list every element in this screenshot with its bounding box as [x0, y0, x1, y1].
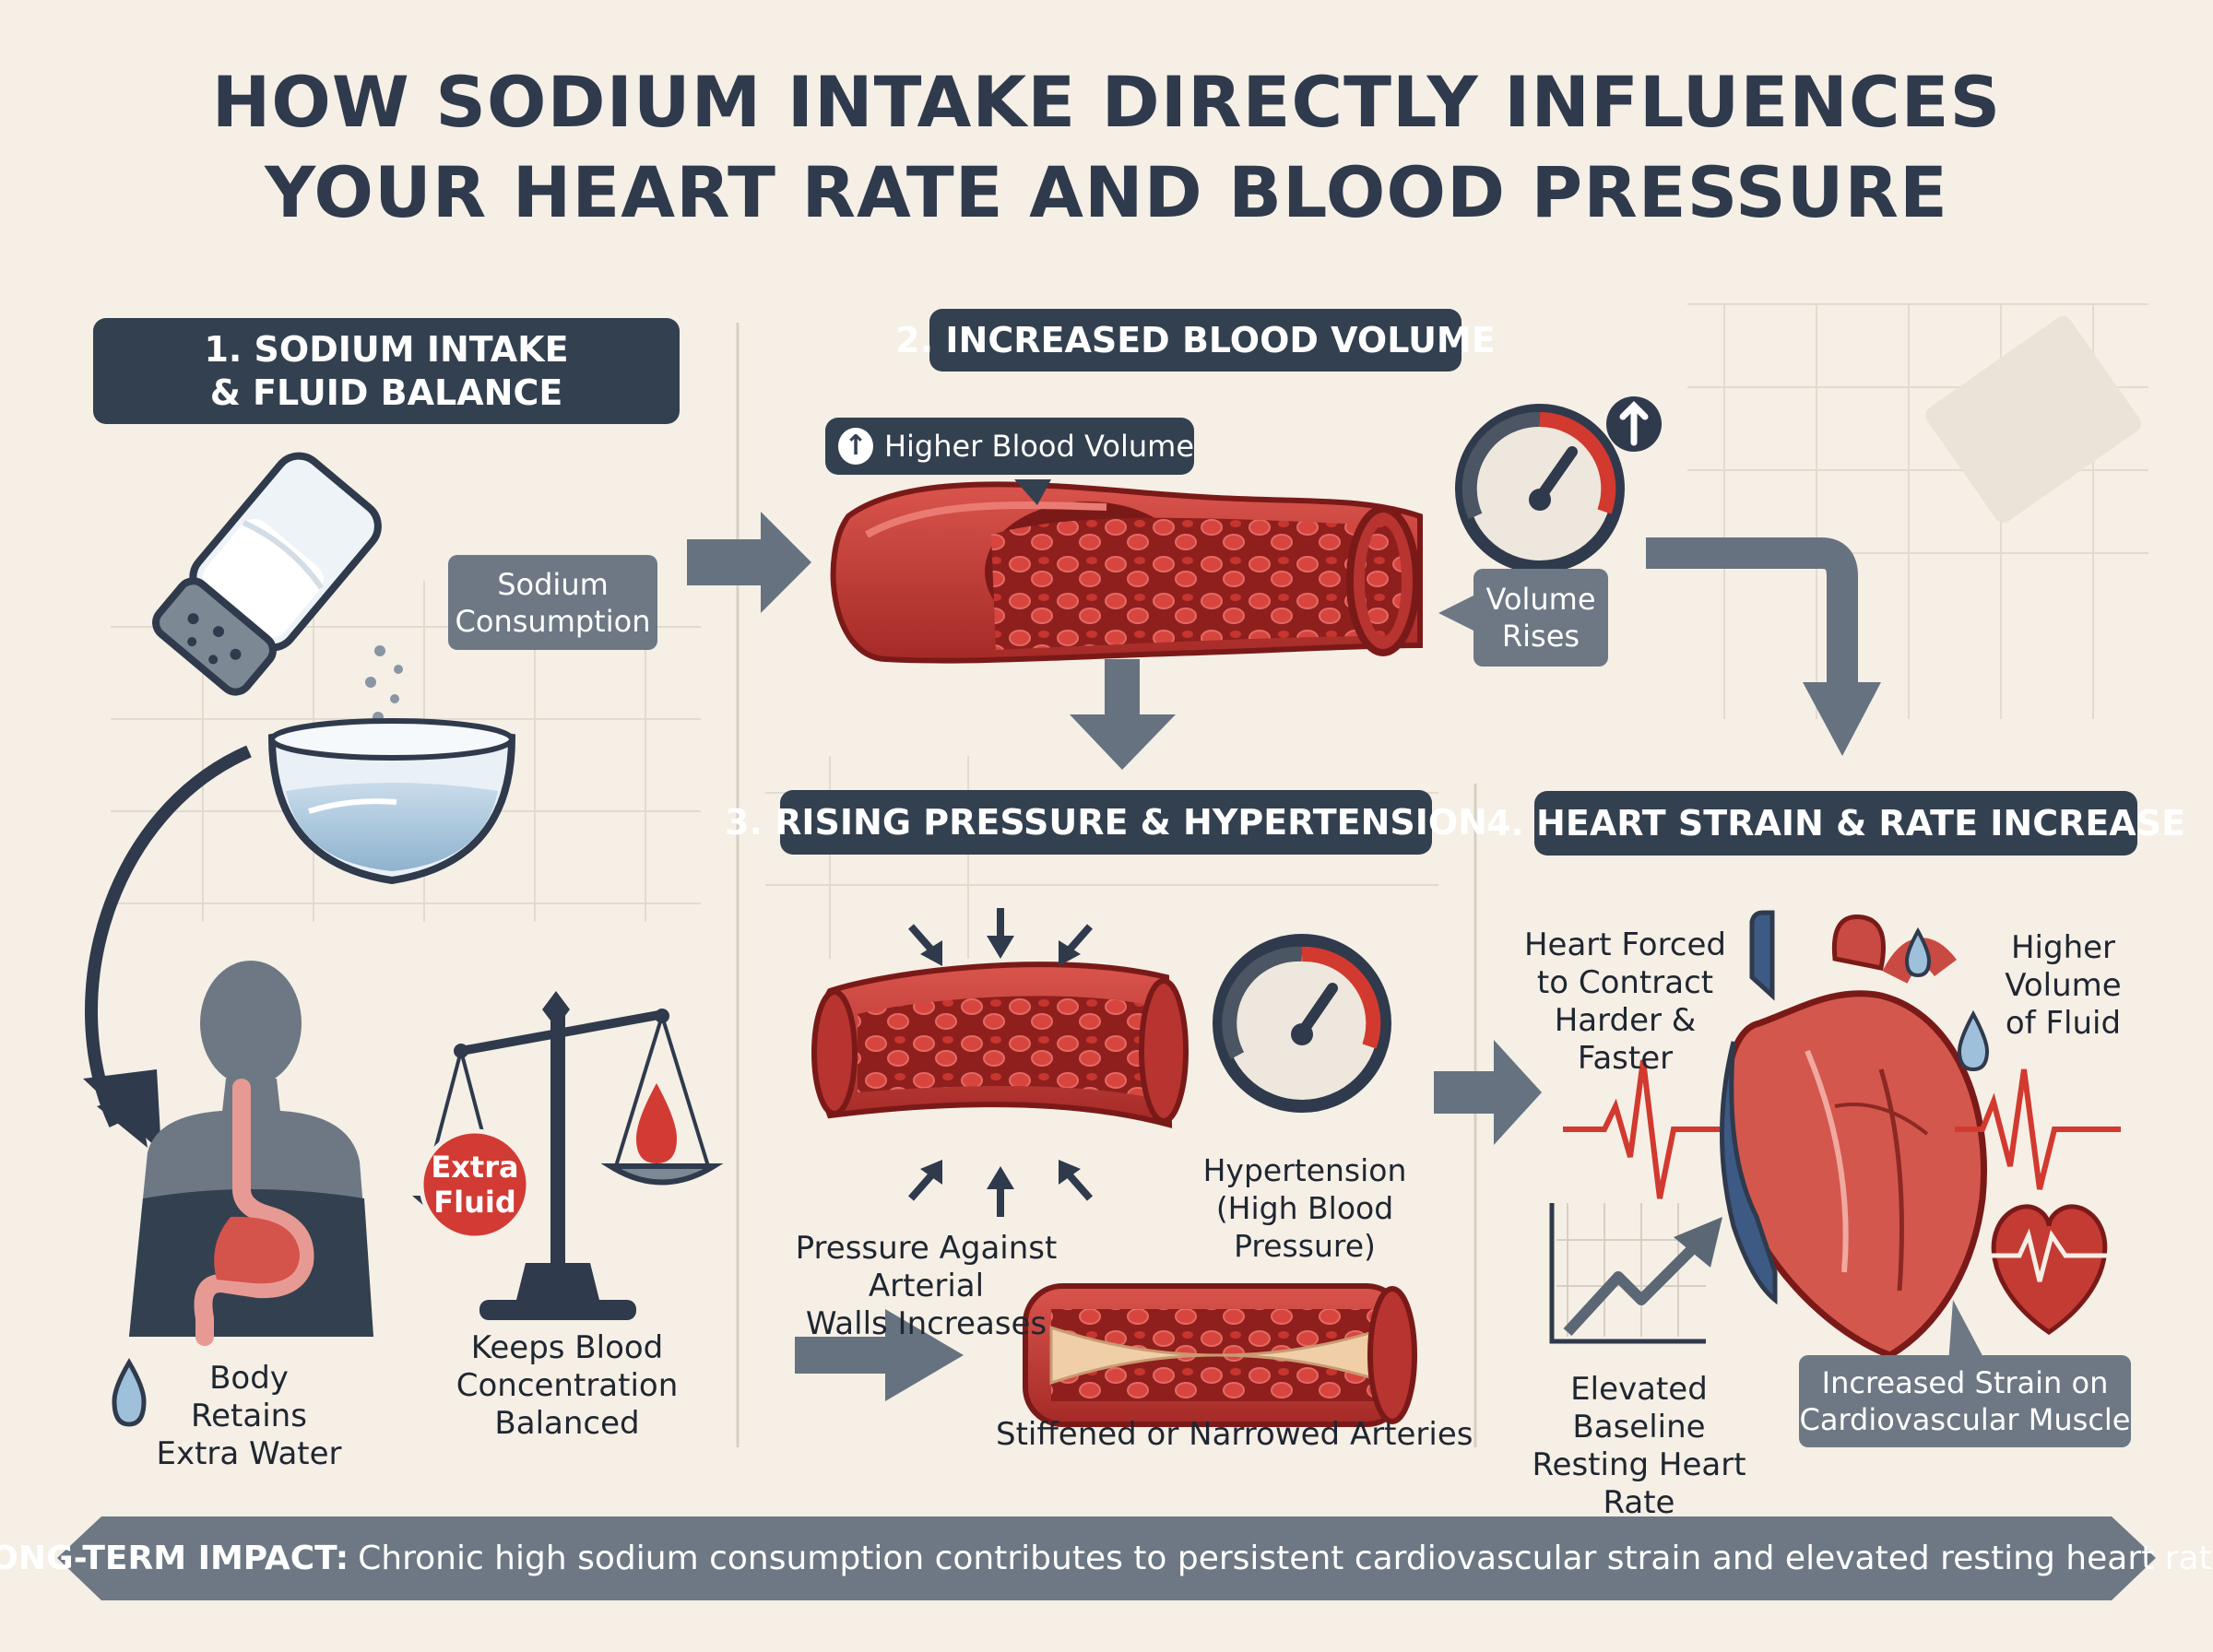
artery-icon-large	[830, 481, 1423, 664]
higher-volume-fluid-caption: Higher Volume of Fluid	[1950, 929, 2176, 1043]
sodium-consumption-tag: Sodium Consumption	[448, 555, 657, 650]
balance-caption-line-1: Keeps Blood	[470, 1329, 664, 1366]
water-drop-small-2	[1957, 1009, 1990, 1072]
balance-caption: Keeps Blood Concentration Balanced	[447, 1329, 687, 1443]
step4-heading-text: 4. HEART STRAIN & RATE INCREASE	[1485, 803, 2186, 844]
callout-pointer-strain	[1948, 1300, 1987, 1364]
water-bowl-icon	[267, 718, 516, 885]
higher-volume-fluid-line-2: of Fluid	[2005, 1005, 2122, 1042]
volume-rises-line-2: Rises	[1501, 619, 1580, 654]
elbow-arrowhead	[1803, 682, 1881, 756]
strain-tag: Increased Strain on Cardiovascular Muscl…	[1799, 1355, 2131, 1447]
pressure-caption: Pressure Against Arterial Walls Increase…	[749, 1230, 1104, 1343]
salt-shaker-icon	[152, 452, 382, 696]
banner-shape	[57, 1516, 2156, 1600]
balance-caption-line-3: Balanced	[494, 1405, 640, 1442]
baseline-line-2: Resting Heart Rate	[1532, 1446, 1746, 1521]
higher-blood-volume-callout: ↑ Higher Blood Volume	[825, 418, 1194, 475]
trend-chart-icon	[1549, 1203, 1722, 1344]
blood-drop-icon	[636, 1083, 677, 1163]
extra-fluid-line-1: Extra	[431, 1150, 519, 1185]
gauge-icon	[1455, 404, 1625, 573]
step2-heading-text: 2. INCREASED BLOOD VOLUME	[895, 320, 1496, 360]
heart-forced-caption: Heart Forced to Contract Harder & Faster	[1512, 926, 1738, 1078]
balance-caption-line-2: Concentration	[456, 1367, 679, 1404]
body-retains-line-2: Extra Water	[156, 1435, 342, 1472]
volume-rises-line-1: Volume	[1485, 582, 1596, 617]
up-arrow-icon	[1606, 396, 1662, 452]
volume-rises-tag: Volume Rises	[1473, 569, 1608, 667]
step1-heading-line-2: & FLUID BALANCE	[209, 372, 563, 413]
long-term-impact-banner: LONG-TERM IMPACT: Chronic high sodium co…	[0, 1514, 2213, 1602]
page-title: HOW SODIUM INTAKE DIRECTLY INFLUENCES YO…	[92, 57, 2121, 238]
hypertension-line-2: (High Blood Pressure)	[1215, 1190, 1394, 1264]
arrowhead-body	[83, 1069, 161, 1152]
elbow-arrow	[1646, 537, 1858, 691]
callout-pointer	[1014, 479, 1051, 505]
sodium-consumption-line-1: Sodium	[497, 566, 609, 602]
higher-blood-volume-text: Higher Blood Volume	[883, 429, 1194, 464]
title-line-1: HOW SODIUM INTAKE DIRECTLY INFLUENCES	[211, 61, 2002, 143]
arrow-right-1	[687, 512, 811, 613]
down-arrow-shaft	[1105, 659, 1140, 724]
arrow-right-3	[1434, 1040, 1542, 1145]
extra-fluid-label: Extra Fluid	[421, 1150, 528, 1220]
heart-forced-line-2: to Contract	[1536, 964, 1714, 1001]
sodium-consumption-line-2: Consumption	[455, 603, 651, 639]
step2-heading: 2. INCREASED BLOOD VOLUME	[895, 309, 1496, 372]
title-line-2: YOUR HEART RATE AND BLOOD PRESSURE	[265, 151, 1948, 233]
down-arrow-head	[1070, 714, 1176, 770]
water-drop-icon	[112, 1358, 147, 1427]
ecg-line-icon-right	[1955, 1068, 2121, 1190]
up-arrow-icon-callout: ↑	[838, 428, 873, 465]
arrow-right-2	[795, 1309, 964, 1401]
pressure-line-1: Pressure Against Arterial	[795, 1230, 1058, 1304]
baseline-line-1: Elevated Baseline	[1570, 1371, 1708, 1446]
step3-heading: 3. RISING PRESSURE & HYPERTENSION	[725, 790, 1487, 855]
body-retains-line-1: Body Retains	[191, 1360, 307, 1434]
step1-heading: 1. SODIUM INTAKE & FLUID BALANCE	[93, 318, 680, 424]
heart-ecg-icon	[1991, 1204, 2108, 1336]
extra-fluid-badge	[419, 1128, 531, 1241]
heart-icon	[1720, 910, 1987, 1359]
step1-heading-line-1: 1. SODIUM INTAKE	[204, 328, 569, 370]
water-drop-small-1	[1904, 926, 1932, 978]
tag-pointer	[1438, 595, 1475, 631]
strain-line-1: Increased Strain on	[1821, 1365, 2109, 1400]
pressure-arrows	[907, 908, 1094, 1217]
hypertension-caption: Hypertension (High Blood Pressure)	[1162, 1151, 1448, 1265]
step4-heading: 4. HEART STRAIN & RATE INCREASE	[1486, 791, 2185, 856]
gauge-icon-high	[1213, 934, 1391, 1113]
curved-arrow-down	[85, 745, 252, 1127]
decor-tile	[1925, 316, 2141, 523]
banner-text: Chronic high sodium consumption contribu…	[358, 1539, 2213, 1577]
pressure-line-2: Walls Increases	[805, 1305, 1047, 1342]
heart-forced-line-3: Harder & Faster	[1554, 1002, 1697, 1077]
arteries-caption-text: Stiffened or Narrowed Arteries	[996, 1416, 1473, 1453]
extra-fluid-line-2: Fluid	[433, 1185, 516, 1220]
heart-forced-line-1: Heart Forced	[1523, 926, 1726, 963]
hypertension-line-1: Hypertension	[1202, 1152, 1407, 1188]
higher-volume-fluid-line-1: Higher Volume	[2005, 929, 2122, 1004]
body-retains-caption: Body Retains Extra Water	[148, 1360, 350, 1473]
ecg-line-icon-left	[1563, 1059, 1720, 1199]
banner-lead: LONG-TERM IMPACT:	[0, 1539, 349, 1577]
step3-heading-text: 3. RISING PRESSURE & HYPERTENSION	[725, 802, 1487, 843]
strain-line-2: Cardiovascular Muscle	[1799, 1402, 2131, 1437]
compressed-artery-icon	[811, 962, 1189, 1128]
narrowed-artery-icon	[1023, 1283, 1417, 1427]
body-silhouette-icon	[129, 961, 373, 1346]
arteries-caption: Stiffened or Narrowed Arteries	[996, 1416, 1473, 1454]
baseline-heart-rate-caption: Elevated Baseline Resting Heart Rate	[1503, 1371, 1775, 1522]
